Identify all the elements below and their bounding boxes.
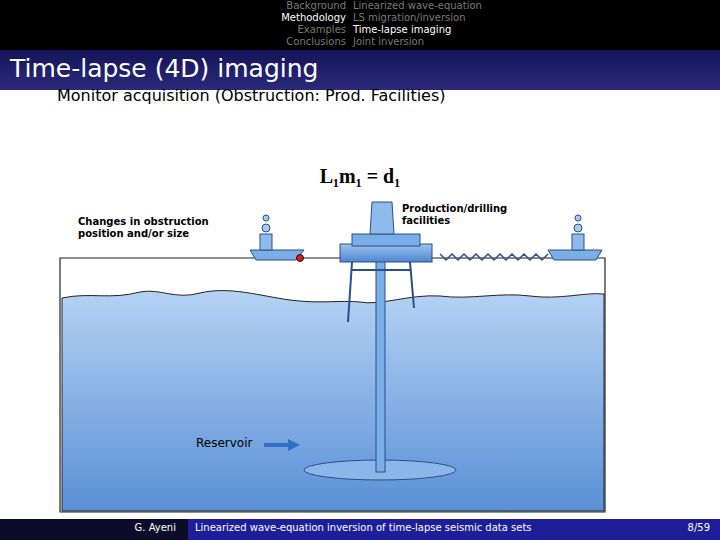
nav-subsection: Linearized wave-equation bbox=[353, 0, 482, 11]
ship-dome bbox=[262, 224, 270, 232]
nav-section: Conclusions bbox=[286, 36, 346, 47]
slide-title: Time-lapse (4D) imaging bbox=[10, 54, 318, 83]
streamer bbox=[440, 254, 548, 260]
nav-subsection: Joint inversion bbox=[353, 36, 424, 47]
platform-legs bbox=[348, 262, 414, 322]
reservoir-arrowhead bbox=[288, 439, 300, 451]
water-column bbox=[60, 258, 605, 512]
reservoir-label: Reservoir bbox=[196, 436, 252, 450]
callout-label: Production/drilling facilities bbox=[402, 203, 512, 227]
equation: L₁m₁ = d₁ bbox=[300, 165, 420, 188]
platform-deck bbox=[340, 244, 432, 262]
footer-author: G. Ayeni bbox=[135, 522, 176, 533]
nav-section: Examples bbox=[297, 24, 346, 35]
ship-cabin bbox=[260, 234, 272, 250]
subsurface bbox=[62, 291, 604, 511]
derrick bbox=[370, 202, 394, 234]
reservoir-arrow bbox=[264, 443, 290, 447]
page-number: 8/59 bbox=[688, 522, 710, 533]
platform-module bbox=[352, 234, 420, 246]
footer-title: Linearized wave-equation inversion of ti… bbox=[195, 522, 532, 533]
nav-section: Methodology bbox=[281, 12, 346, 23]
ship-dome bbox=[263, 215, 269, 221]
nav-subsection: Time-lapse imaging bbox=[353, 24, 451, 35]
nav-section: Background bbox=[286, 0, 346, 11]
ship-dome bbox=[575, 215, 581, 221]
ship-cabin bbox=[572, 234, 584, 250]
well-pipe bbox=[376, 258, 385, 472]
obstruction-dot bbox=[297, 255, 304, 262]
ship-dome bbox=[574, 224, 582, 232]
streamer-ship-hull bbox=[548, 250, 602, 260]
source-ship-hull bbox=[250, 250, 304, 260]
subtitle: Monitor acquisition (Obstruction: Prod. … bbox=[57, 86, 446, 105]
title-bar bbox=[0, 50, 720, 90]
callout-label: Changes in obstruction position and/or s… bbox=[78, 216, 228, 240]
footer-author-band bbox=[0, 519, 188, 540]
nav-bar bbox=[0, 0, 720, 50]
nav-subsection: LS migration/inversion bbox=[353, 12, 465, 23]
footer-title-band bbox=[188, 519, 720, 540]
